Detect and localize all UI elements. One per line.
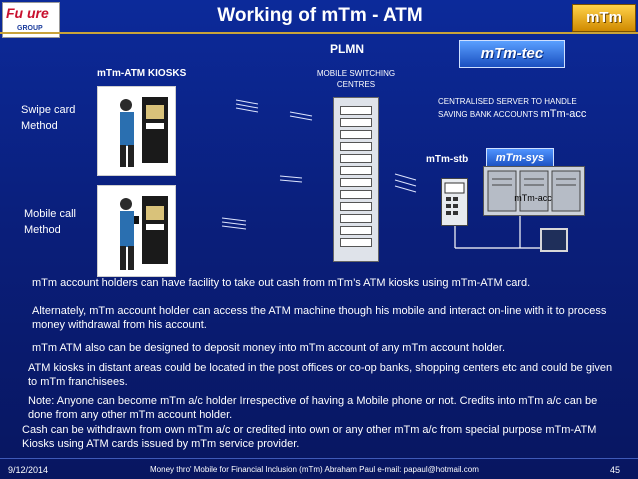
server-label: mTm-acc <box>514 193 552 203</box>
computer-icon <box>540 228 568 252</box>
set-top-box-icon <box>441 178 468 226</box>
paragraph-mobile-access: Alternately, mTm account holder can acce… <box>32 305 607 331</box>
paragraph-atm-card: mTm account holders can have facility to… <box>32 277 531 289</box>
footer-date: 9/12/2014 <box>8 465 49 475</box>
kiosk-mobile-illustration <box>98 186 175 276</box>
swipe-card-label: Swipe card Method <box>21 104 76 132</box>
kiosk-swipe-illustration <box>98 87 175 175</box>
paragraph-kiosk-location: ATM kiosks in distant areas could be loc… <box>28 362 613 388</box>
rack-slot <box>340 118 372 127</box>
msc-label: MOBILE SWITCHING CENTRES <box>316 69 396 89</box>
kiosk-photo-swipe <box>97 86 176 176</box>
mtm-sys-badge: mTm-sys <box>486 148 554 168</box>
rack-slot <box>340 226 372 235</box>
page-title: Working of mTm - ATM <box>217 5 423 26</box>
rack-slot <box>340 166 372 175</box>
server-illustration <box>487 170 581 212</box>
header-divider <box>0 32 638 34</box>
central-acc-text: mTm-acc <box>540 108 587 120</box>
logo-text: Fu ure <box>6 5 49 21</box>
signal-dashes-bottom <box>221 175 303 230</box>
footer-divider <box>0 458 638 459</box>
rack-slot <box>340 178 372 187</box>
paragraph-note: Note: Anyone can become mTm a/c holder I… <box>28 395 598 421</box>
rack-slot <box>340 238 372 247</box>
rack-slot <box>340 130 372 139</box>
mobile-call-label: Mobile call Method <box>24 208 76 236</box>
footer-text: Money thro' Mobile for Financial Inclusi… <box>150 465 479 474</box>
signal-dashes-right <box>394 173 417 193</box>
central-server-label: CENTRALISED SERVER TO HANDLE SAVING BANK… <box>438 96 598 121</box>
kiosk-photo-mobile <box>97 185 176 277</box>
rack-slot <box>340 214 372 223</box>
rack-slot <box>340 154 372 163</box>
paragraph-withdrawal: Cash can be withdrawn from own mTm a/c o… <box>22 424 597 450</box>
logo-subtext: GROUP <box>17 25 43 32</box>
stb-illustration <box>444 182 465 215</box>
server-rack-icon <box>483 166 585 216</box>
mtm-tec-badge: mTm-tec <box>459 40 565 68</box>
mtm-stb-label: mTm-stb <box>426 154 469 165</box>
brand-badge: mTm <box>572 4 636 32</box>
central-server-text: CENTRALISED SERVER TO HANDLE SAVING BANK… <box>438 97 577 119</box>
switching-centre-rack <box>333 97 379 262</box>
plmn-label: PLMN <box>330 42 364 56</box>
paragraph-deposit: mTm ATM also can be designed to deposit … <box>32 342 506 354</box>
rack-slot <box>340 202 372 211</box>
rack-slot <box>340 106 372 115</box>
rack-slot <box>340 190 372 199</box>
page-number: 45 <box>610 465 621 475</box>
signal-dashes-top <box>235 99 313 121</box>
rack-slot <box>340 142 372 151</box>
kiosks-label: mTm-ATM KIOSKS <box>97 68 187 79</box>
